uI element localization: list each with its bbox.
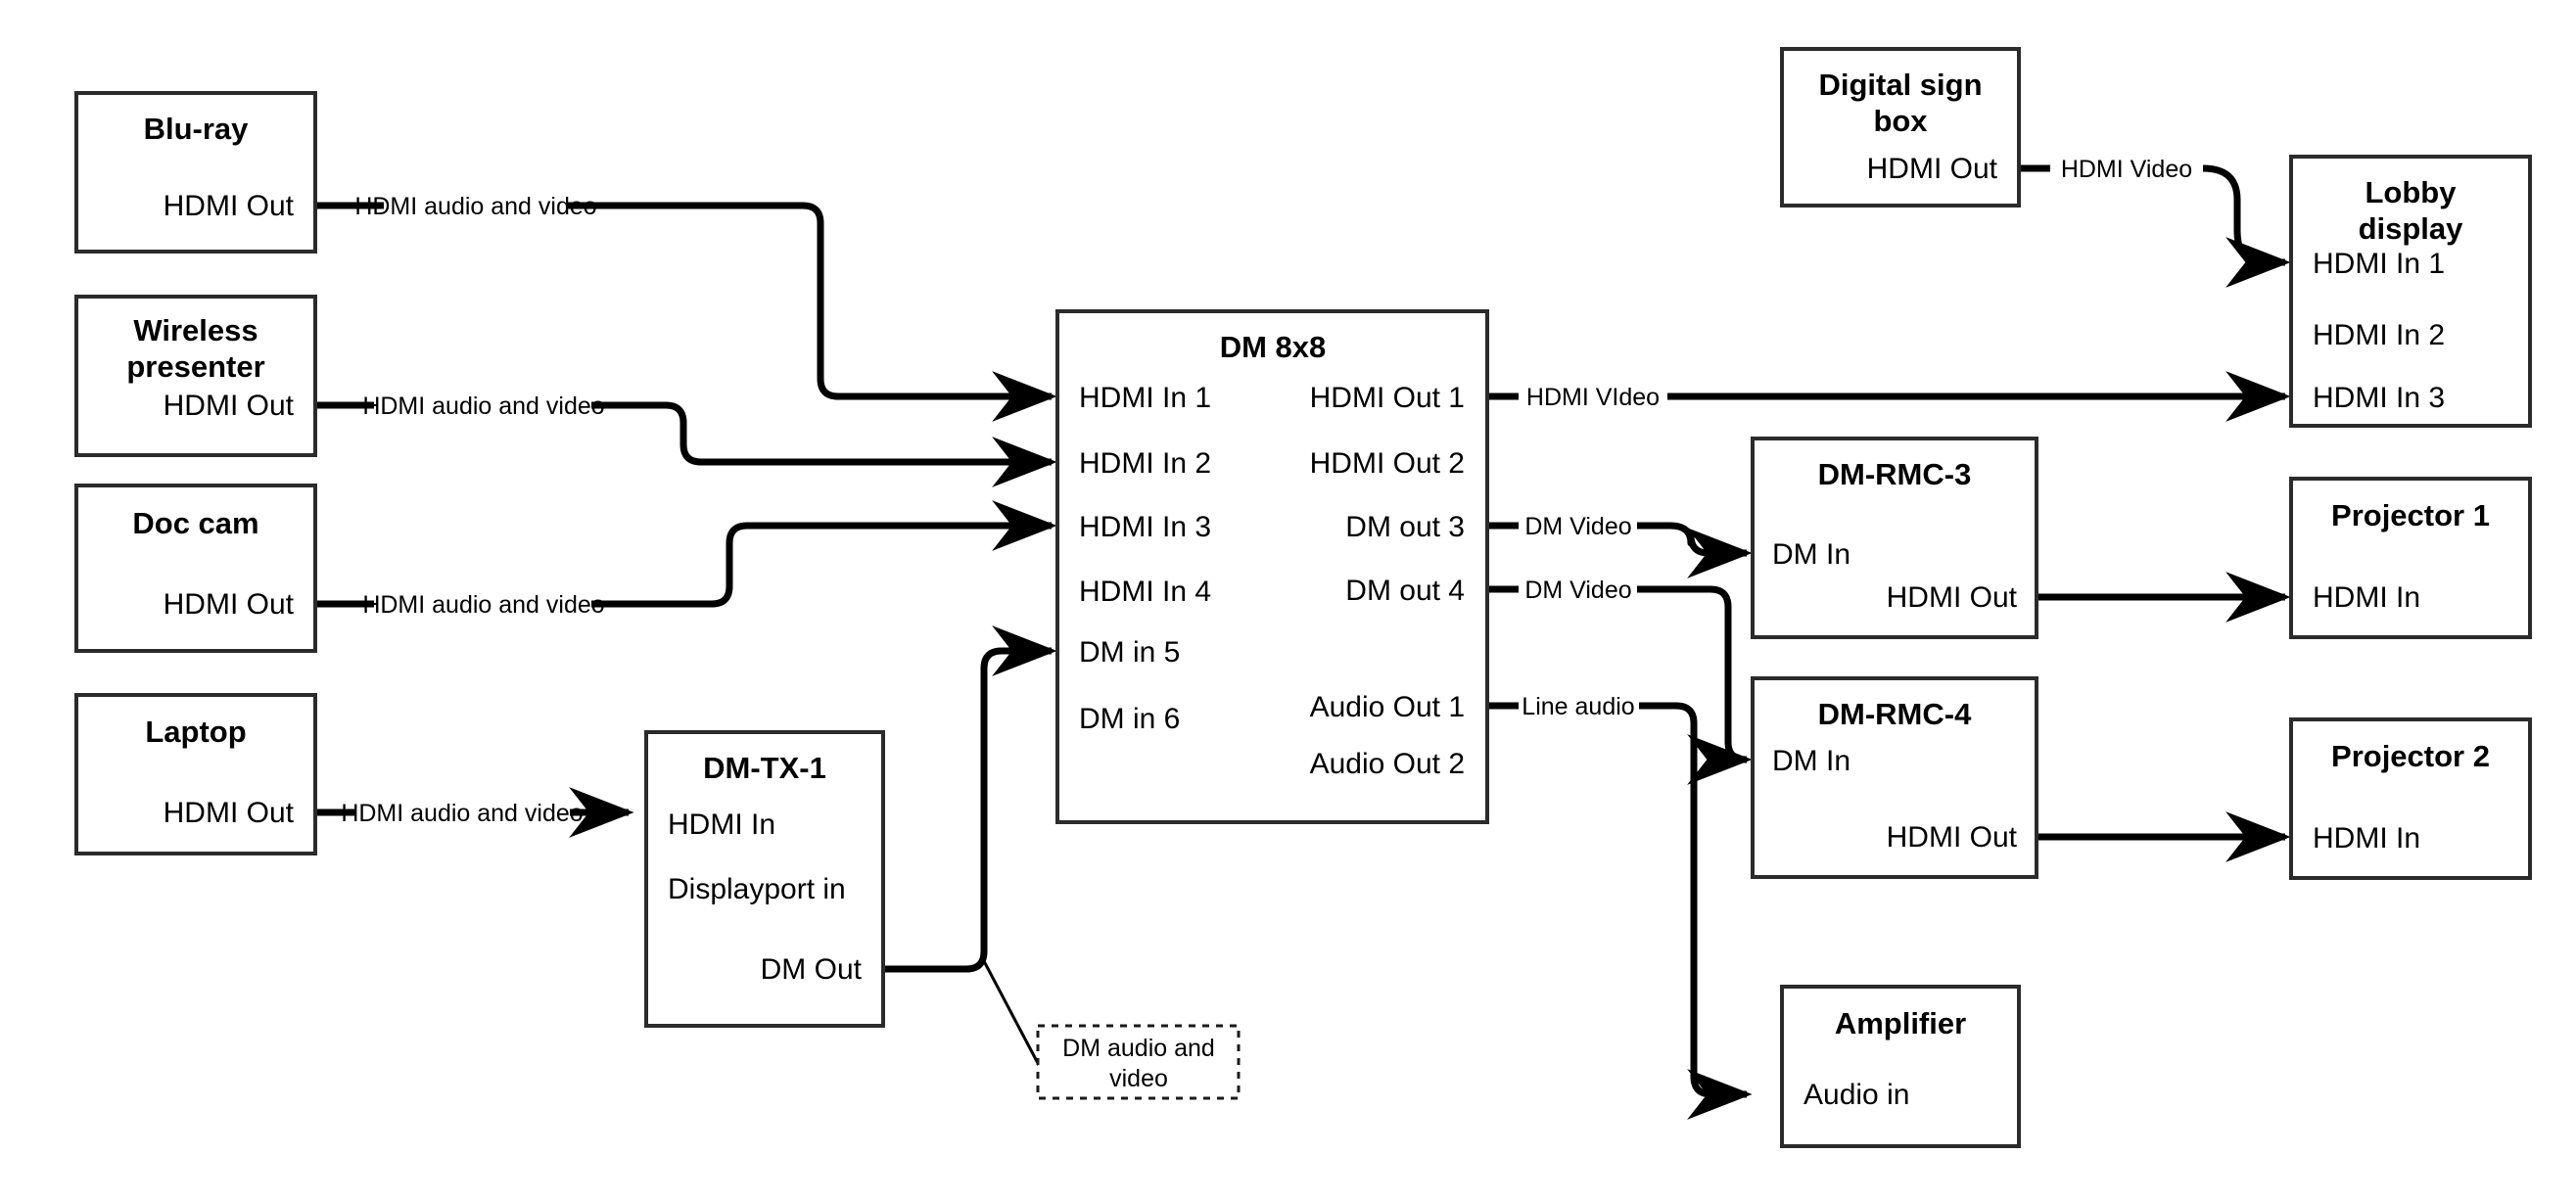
digital-sign-box[interactable] bbox=[1780, 47, 2021, 208]
dmtx1-title: DM-TX-1 bbox=[703, 751, 826, 785]
dm8x8-input-hdmi-in-4: HDMI In 4 bbox=[1079, 576, 1211, 608]
wire-label-hdmiout1: HDMI VIdeo bbox=[1526, 384, 1660, 411]
bluray-port-hdmi-out: HDMI Out bbox=[164, 190, 295, 222]
node-dm8x8[interactable]: DM 8x8 HDMI In 1 HDMI In 2 HDMI In 3 HDM… bbox=[1055, 309, 1489, 824]
bluray-title: Blu-ray bbox=[144, 112, 250, 146]
dm8x8-output-audio-out-2: Audio Out 2 bbox=[1310, 748, 1465, 780]
dmtx1-port-displayport-in: Displayport in bbox=[668, 873, 846, 905]
dm8x8-input-hdmi-in-2: HDMI In 2 bbox=[1079, 447, 1211, 480]
dm8x8-output-audio-out-1: Audio Out 1 bbox=[1310, 691, 1465, 723]
lobby-display-port-hdmi-in-3: HDMI In 3 bbox=[2313, 382, 2445, 414]
dmrmc4-box[interactable] bbox=[1751, 676, 2038, 879]
wire-dm8x8-dmout4-to-dmrmc4 bbox=[1487, 585, 1747, 760]
projector1-title: Projector 1 bbox=[2331, 498, 2490, 532]
dm8x8-output-hdmi-out-1: HDMI Out 1 bbox=[1310, 382, 1465, 414]
doccam-title: Doc cam bbox=[132, 506, 258, 540]
callout-leader-line bbox=[982, 960, 1042, 1068]
dmrmc4-port-hdmi-out: HDMI Out bbox=[1887, 821, 2018, 854]
dm8x8-output-dm-out-3: DM out 3 bbox=[1345, 511, 1465, 543]
dm8x8-output-hdmi-out-2: HDMI Out 2 bbox=[1310, 447, 1465, 480]
lobby-display-title-line2: display bbox=[2359, 211, 2464, 246]
node-dmtx1[interactable]: DM-TX-1 HDMI In Displayport in DM Out bbox=[644, 730, 885, 1028]
wire-dm8x8-audioout1-to-amplifier bbox=[1487, 702, 1747, 1094]
wire-label-digitalsign: HDMI Video bbox=[2061, 156, 2192, 183]
dm8x8-output-dm-out-4: DM out 4 bbox=[1345, 575, 1465, 607]
amplifier-box[interactable] bbox=[1780, 985, 2021, 1148]
callout-dm-audio-and-video: DM audio and video bbox=[1036, 1024, 1241, 1100]
amplifier-port-audio-in: Audio in bbox=[1803, 1079, 1909, 1111]
laptop-port-hdmi-out: HDMI Out bbox=[164, 797, 295, 829]
projector1-box[interactable] bbox=[2289, 477, 2532, 639]
wire-digitalsign-to-lobby-hdmi-in-1 bbox=[2019, 164, 2285, 262]
bluray-box[interactable] bbox=[74, 91, 317, 254]
dmrmc4-port-dm-in: DM In bbox=[1772, 745, 1850, 777]
wire-dmtx1-to-dm8x8-dm-in-5 bbox=[883, 625, 1057, 973]
laptop-title: Laptop bbox=[145, 715, 246, 749]
lobby-display-box[interactable] bbox=[2289, 155, 2532, 428]
dm8x8-box[interactable] bbox=[1055, 309, 1489, 824]
dm8x8-input-dm-in-6: DM in 6 bbox=[1079, 703, 1180, 735]
dmrmc3-title: DM-RMC-3 bbox=[1818, 457, 1972, 491]
doccam-port-hdmi-out: HDMI Out bbox=[164, 588, 295, 621]
digital-sign-title-line2: box bbox=[1873, 104, 1928, 138]
dmrmc3-port-dm-in: DM In bbox=[1772, 538, 1850, 571]
lobby-display-title-line1: Lobby bbox=[2365, 175, 2458, 209]
digital-sign-title-line1: Digital sign bbox=[1818, 68, 1982, 102]
node-projector1[interactable]: Projector 1 HDMI In bbox=[2289, 477, 2532, 639]
wire-wireless-to-dm8x8-hdmi-in-2 bbox=[315, 405, 1052, 462]
laptop-box[interactable] bbox=[74, 693, 317, 855]
wire-label-dmout4: DM Video bbox=[1524, 577, 1631, 604]
dmrmc3-box[interactable] bbox=[1751, 437, 2038, 639]
node-digital-sign-box[interactable]: Digital sign box HDMI Out bbox=[1780, 47, 2021, 208]
node-projector2[interactable]: Projector 2 HDMI In bbox=[2289, 717, 2532, 880]
projector2-title: Projector 2 bbox=[2331, 739, 2490, 773]
dm8x8-input-dm-in-5: DM in 5 bbox=[1079, 636, 1180, 669]
dm8x8-input-hdmi-in-1: HDMI In 1 bbox=[1079, 382, 1211, 414]
wire-bluray-to-dm8x8-hdmi-in-1 bbox=[315, 202, 1052, 396]
node-bluray[interactable]: Blu-ray HDMI Out bbox=[74, 91, 317, 254]
projector2-box[interactable] bbox=[2289, 717, 2532, 880]
projector1-port-hdmi-in: HDMI In bbox=[2313, 581, 2420, 614]
node-laptop[interactable]: Laptop HDMI Out bbox=[74, 693, 317, 855]
node-lobby-display[interactable]: Lobby display HDMI In 1 HDMI In 2 HDMI I… bbox=[2289, 155, 2532, 428]
wire-dm8x8-dmout3-to-dmrmc3 bbox=[1487, 526, 1747, 553]
wireless-presenter-port-hdmi-out: HDMI Out bbox=[164, 390, 295, 422]
wire-label-dmout3: DM Video bbox=[1524, 513, 1631, 540]
dm8x8-title: DM 8x8 bbox=[1220, 330, 1327, 364]
wire-label-laptop: HDMI audio and video bbox=[341, 800, 583, 827]
dmtx1-port-dm-out: DM Out bbox=[761, 953, 863, 986]
wireless-presenter-title-line2: presenter bbox=[126, 349, 264, 384]
wireless-presenter-box[interactable] bbox=[74, 295, 317, 457]
dmrmc4-title: DM-RMC-4 bbox=[1818, 697, 1972, 731]
projector2-port-hdmi-in: HDMI In bbox=[2313, 822, 2420, 855]
dm8x8-input-hdmi-in-3: HDMI In 3 bbox=[1079, 511, 1211, 543]
lobby-display-port-hdmi-in-1: HDMI In 1 bbox=[2313, 248, 2445, 280]
node-doccam[interactable]: Doc cam HDMI Out bbox=[74, 484, 317, 653]
wireless-presenter-title-line1: Wireless bbox=[133, 313, 258, 347]
callout-box bbox=[1036, 1024, 1241, 1100]
dmtx1-box[interactable] bbox=[644, 730, 885, 1028]
node-dmrmc3[interactable]: DM-RMC-3 DM In HDMI Out bbox=[1751, 437, 2038, 639]
callout-line1: DM audio and bbox=[1062, 1035, 1215, 1062]
amplifier-title: Amplifier bbox=[1835, 1006, 1966, 1040]
wire-label-wireless: HDMI audio and video bbox=[362, 393, 604, 420]
digital-sign-port-hdmi-out: HDMI Out bbox=[1867, 153, 1998, 185]
node-dmrmc4[interactable]: DM-RMC-4 DM In HDMI Out bbox=[1751, 676, 2038, 879]
wire-label-audioout1: Line audio bbox=[1522, 693, 1634, 720]
dmrmc3-port-hdmi-out: HDMI Out bbox=[1887, 581, 2018, 614]
doccam-box[interactable] bbox=[74, 484, 317, 653]
callout-line2: video bbox=[1109, 1065, 1168, 1092]
wire-label-bluray: HDMI audio and video bbox=[354, 193, 596, 220]
node-amplifier[interactable]: Amplifier Audio in bbox=[1780, 985, 2021, 1148]
lobby-display-port-hdmi-in-2: HDMI In 2 bbox=[2313, 319, 2445, 351]
dmtx1-port-hdmi-in: HDMI In bbox=[668, 808, 775, 841]
node-wireless-presenter[interactable]: Wireless presenter HDMI Out bbox=[74, 295, 317, 457]
connector-layer: HDMI audio and video HDMI audio and vide… bbox=[315, 156, 2285, 1094]
wire-label-doccam: HDMI audio and video bbox=[362, 591, 604, 619]
wire-doccam-to-dm8x8-hdmi-in-3 bbox=[315, 526, 1052, 608]
